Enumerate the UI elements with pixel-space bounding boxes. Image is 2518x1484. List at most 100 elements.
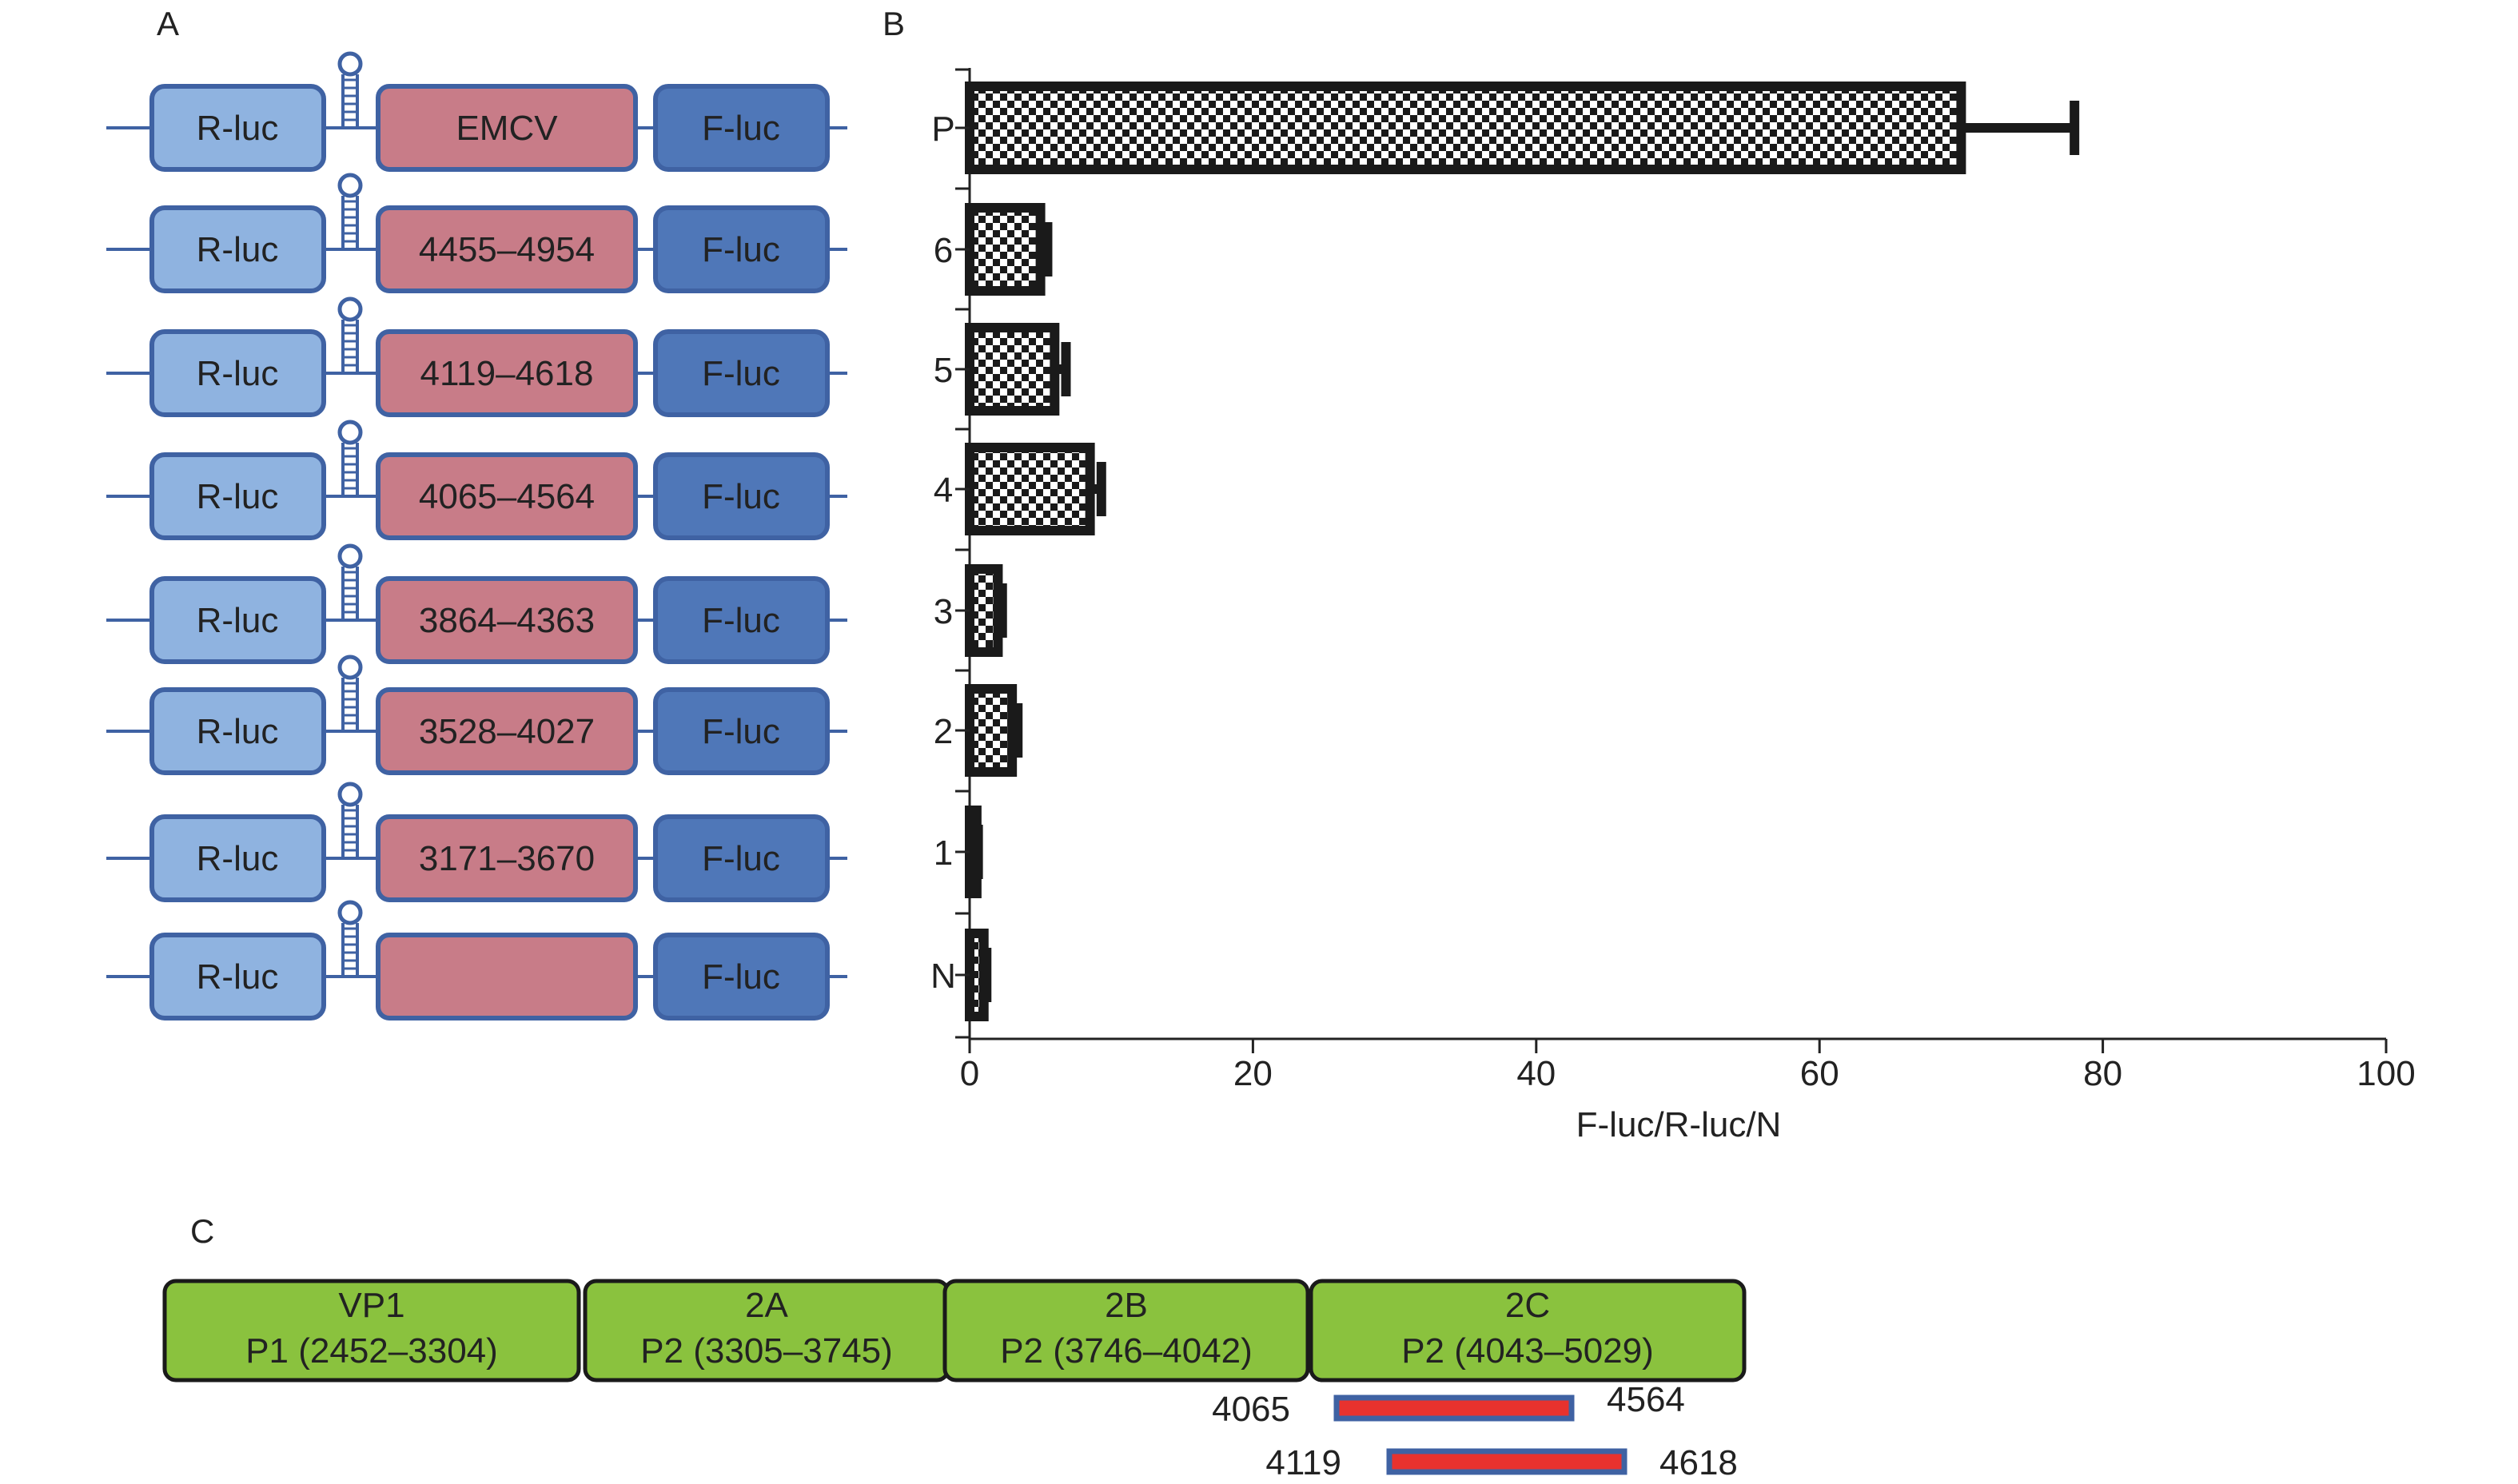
- insert-label: 3171–3670: [419, 839, 595, 878]
- mapped-fragment: [1386, 1448, 1628, 1475]
- panel-label-a: A: [157, 5, 179, 42]
- rluc-label: R-luc: [197, 477, 279, 516]
- rluc-label: R-luc: [197, 230, 279, 269]
- bar-chart: P 6 5 4 3 2 1N 0 20 40 60 80 100 F-luc/R-luc/N: [930, 68, 2416, 1144]
- x-tick-label: 0: [960, 1054, 979, 1093]
- panel-label-b: B: [882, 5, 905, 42]
- mapped-fragment: [1333, 1394, 1575, 1422]
- category-labels: P 6 5 4 3 2 1N: [930, 68, 970, 1039]
- bars-group: [965, 82, 2080, 1021]
- fluc-label: F-luc: [702, 230, 780, 269]
- x-ticks: 0 20 40 60 80 100: [960, 1039, 2416, 1093]
- hairpin-icon: [337, 654, 363, 730]
- hairpin-icon: [337, 296, 363, 372]
- bar: [965, 564, 1003, 657]
- segment-range: P1 (2452–3304): [245, 1331, 498, 1371]
- fluc-box: [653, 933, 830, 1020]
- rluc-label: R-luc: [197, 109, 279, 148]
- category-label: P: [931, 109, 954, 149]
- insert-box: [376, 84, 638, 172]
- rluc-label: R-luc: [197, 601, 279, 640]
- rluc-box: [149, 687, 326, 775]
- x-tick-label: 20: [1233, 1054, 1273, 1093]
- fluc-label: F-luc: [702, 601, 780, 640]
- insert-label: 4455–4954: [419, 230, 595, 269]
- fluc-box: [653, 687, 830, 775]
- rluc-label: R-luc: [197, 957, 279, 997]
- fluc-label: F-luc: [702, 109, 780, 148]
- hairpin-icon: [337, 543, 363, 619]
- panel-label-c: C: [190, 1212, 214, 1250]
- category-label: 1: [934, 834, 953, 873]
- genome-segment: [1309, 1279, 1747, 1383]
- hairpin-icon: [337, 420, 363, 495]
- hairpin-icon: [337, 51, 363, 126]
- bar: [965, 684, 1018, 777]
- x-tick-label: 40: [1516, 1054, 1556, 1093]
- bar: [965, 82, 1966, 174]
- x-tick-label: 80: [2083, 1054, 2122, 1093]
- segment-name: 2C: [1505, 1286, 1550, 1325]
- insert-box: [376, 687, 638, 775]
- bar: [965, 323, 1060, 416]
- insert-box: [376, 329, 638, 417]
- hairpin-icon: [337, 173, 363, 248]
- rluc-box: [149, 205, 326, 293]
- x-axis-label: F-luc/R-luc/N: [1576, 1105, 1782, 1144]
- construct-row: R-luc 3864–4363 F-luc: [106, 543, 847, 664]
- rluc-box: [149, 576, 326, 664]
- rluc-label: R-luc: [197, 839, 279, 878]
- fluc-box: [653, 452, 830, 540]
- bar: [965, 203, 1046, 296]
- fragment-start: 4065: [1212, 1390, 1290, 1429]
- rluc-label: R-luc: [197, 712, 279, 751]
- insert-label: 4065–4564: [419, 477, 595, 516]
- rluc-box: [149, 329, 326, 417]
- category-label: 6: [934, 231, 953, 270]
- insert-label: 3528–4027: [419, 712, 595, 751]
- x-tick-label: 100: [2357, 1054, 2415, 1093]
- category-label: 2: [934, 712, 953, 751]
- fragment-start: 4119: [1265, 1443, 1341, 1482]
- construct-row: R-luc EMCV F-luc: [106, 51, 847, 172]
- segment-name: VP1: [338, 1286, 404, 1325]
- segment-name: 2B: [1105, 1286, 1148, 1325]
- fluc-label: F-luc: [702, 712, 780, 751]
- x-tick-label: 60: [1800, 1054, 1839, 1093]
- rluc-box: [149, 933, 326, 1020]
- category-label: 5: [934, 351, 953, 390]
- fluc-box: [653, 329, 830, 417]
- insert-box: [376, 814, 638, 902]
- category-label: N: [930, 957, 956, 996]
- fluc-box: [653, 576, 830, 664]
- insert-label: EMCV: [456, 109, 558, 148]
- fluc-label: F-luc: [702, 477, 780, 516]
- rluc-box: [149, 84, 326, 172]
- construct-row: R-luc 4455–4954 F-luc: [106, 173, 847, 293]
- segment-range: P2 (3305–3745): [640, 1331, 893, 1371]
- insert-box: [376, 205, 638, 293]
- fluc-box: [653, 84, 830, 172]
- insert-box: [376, 576, 638, 664]
- genome-segment: [942, 1279, 1310, 1383]
- insert-label: 3864–4363: [419, 601, 595, 640]
- hairpin-icon: [337, 782, 363, 857]
- rluc-box: [149, 814, 326, 902]
- insert-label: 4119–4618: [420, 354, 594, 393]
- construct-row: R-luc 3528–4027 F-luc: [106, 654, 847, 775]
- hairpin-icon: [337, 900, 363, 975]
- category-label: 4: [934, 471, 953, 510]
- fragment-end: 4564: [1607, 1380, 1685, 1419]
- bar: [965, 929, 989, 1021]
- fluc-box: [653, 205, 830, 293]
- construct-row: R-luc 4065–4564 F-luc: [106, 420, 847, 540]
- category-label: 3: [934, 592, 953, 631]
- segment-range: P2 (4043–5029): [1401, 1331, 1654, 1371]
- fluc-label: F-luc: [702, 354, 780, 393]
